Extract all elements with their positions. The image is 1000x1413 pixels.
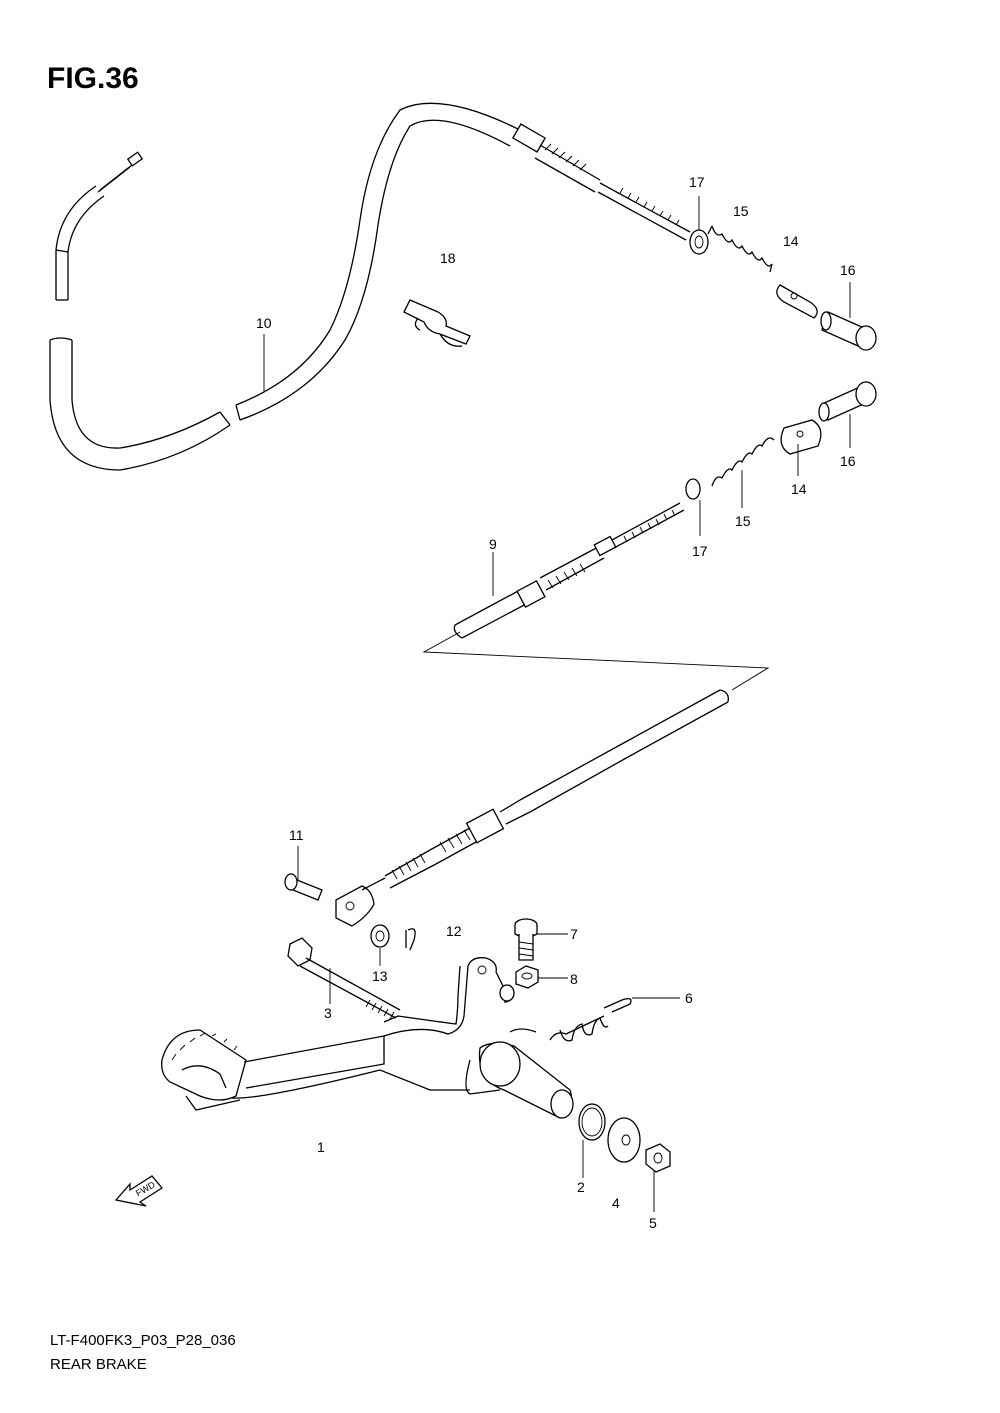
part-7-bolt: [514, 918, 538, 961]
callout-17-bottom: 17: [692, 543, 708, 559]
leader-lines: [263, 196, 851, 1212]
part-15-spring-bottom: [711, 437, 775, 487]
callout-3: 3: [324, 1005, 332, 1021]
part-3-pivot-bolt: [287, 937, 401, 1020]
part-18-clamp: [403, 299, 471, 347]
part-17-washer-bottom: [685, 478, 701, 500]
figure-title: FIG.36: [47, 62, 139, 95]
part-14-pin-bottom: [780, 419, 822, 455]
callout-14-bottom: 14: [791, 481, 807, 497]
callout-13: 13: [372, 968, 388, 984]
forward-direction-arrow-icon: FWD: [114, 1175, 163, 1207]
part-14-pin-top: [776, 284, 818, 319]
callout-7: 7: [570, 926, 578, 942]
callout-16-bottom: 16: [840, 453, 856, 469]
callout-16-top: 16: [840, 262, 856, 278]
callout-15-bottom: 15: [735, 513, 751, 529]
part-2-o-ring: [578, 1103, 606, 1141]
part-12-cotter-pin: [405, 928, 416, 951]
part-13-washer: [370, 924, 390, 948]
part-1-brake-pedal: [161, 957, 574, 1119]
part-5-nut: [645, 1143, 671, 1173]
callout-11: 11: [289, 827, 304, 843]
callout-2: 2: [577, 1179, 585, 1195]
callout-1: 1: [317, 1139, 325, 1155]
callout-5: 5: [649, 1215, 657, 1231]
callout-10: 10: [256, 315, 272, 331]
part-9-rear-brake-cable-lower: [335, 502, 770, 927]
callout-15-top: 15: [733, 203, 749, 219]
callout-17-top: 17: [689, 174, 705, 190]
callout-12: 12: [446, 923, 462, 939]
callout-14-top: 14: [783, 233, 799, 249]
part-4-washer: [607, 1117, 641, 1163]
callout-18: 18: [440, 250, 456, 266]
part-8-nut: [515, 965, 539, 989]
callout-labels: 1 2 3 4 5 6 7 8 9 10 11 12 13 14 14 15 1…: [256, 174, 856, 1231]
callout-9: 9: [489, 536, 497, 552]
part-15-spring-top: [707, 225, 773, 273]
part-11-clevis-pin: [284, 873, 323, 901]
part-16-bolt-top: [820, 311, 877, 351]
callout-6: 6: [685, 990, 693, 1006]
callout-4: 4: [612, 1195, 620, 1211]
part-17-washer-top: [689, 229, 709, 255]
callout-8: 8: [570, 971, 578, 987]
part-6-return-spring: [549, 998, 632, 1042]
part-10-rear-brake-cable-upper: [49, 102, 691, 471]
figure-name: REAR BRAKE: [50, 1356, 147, 1373]
figure-code: LT-F400FK3_P03_P28_036: [50, 1332, 236, 1349]
part-16-bolt-bottom: [818, 381, 877, 422]
